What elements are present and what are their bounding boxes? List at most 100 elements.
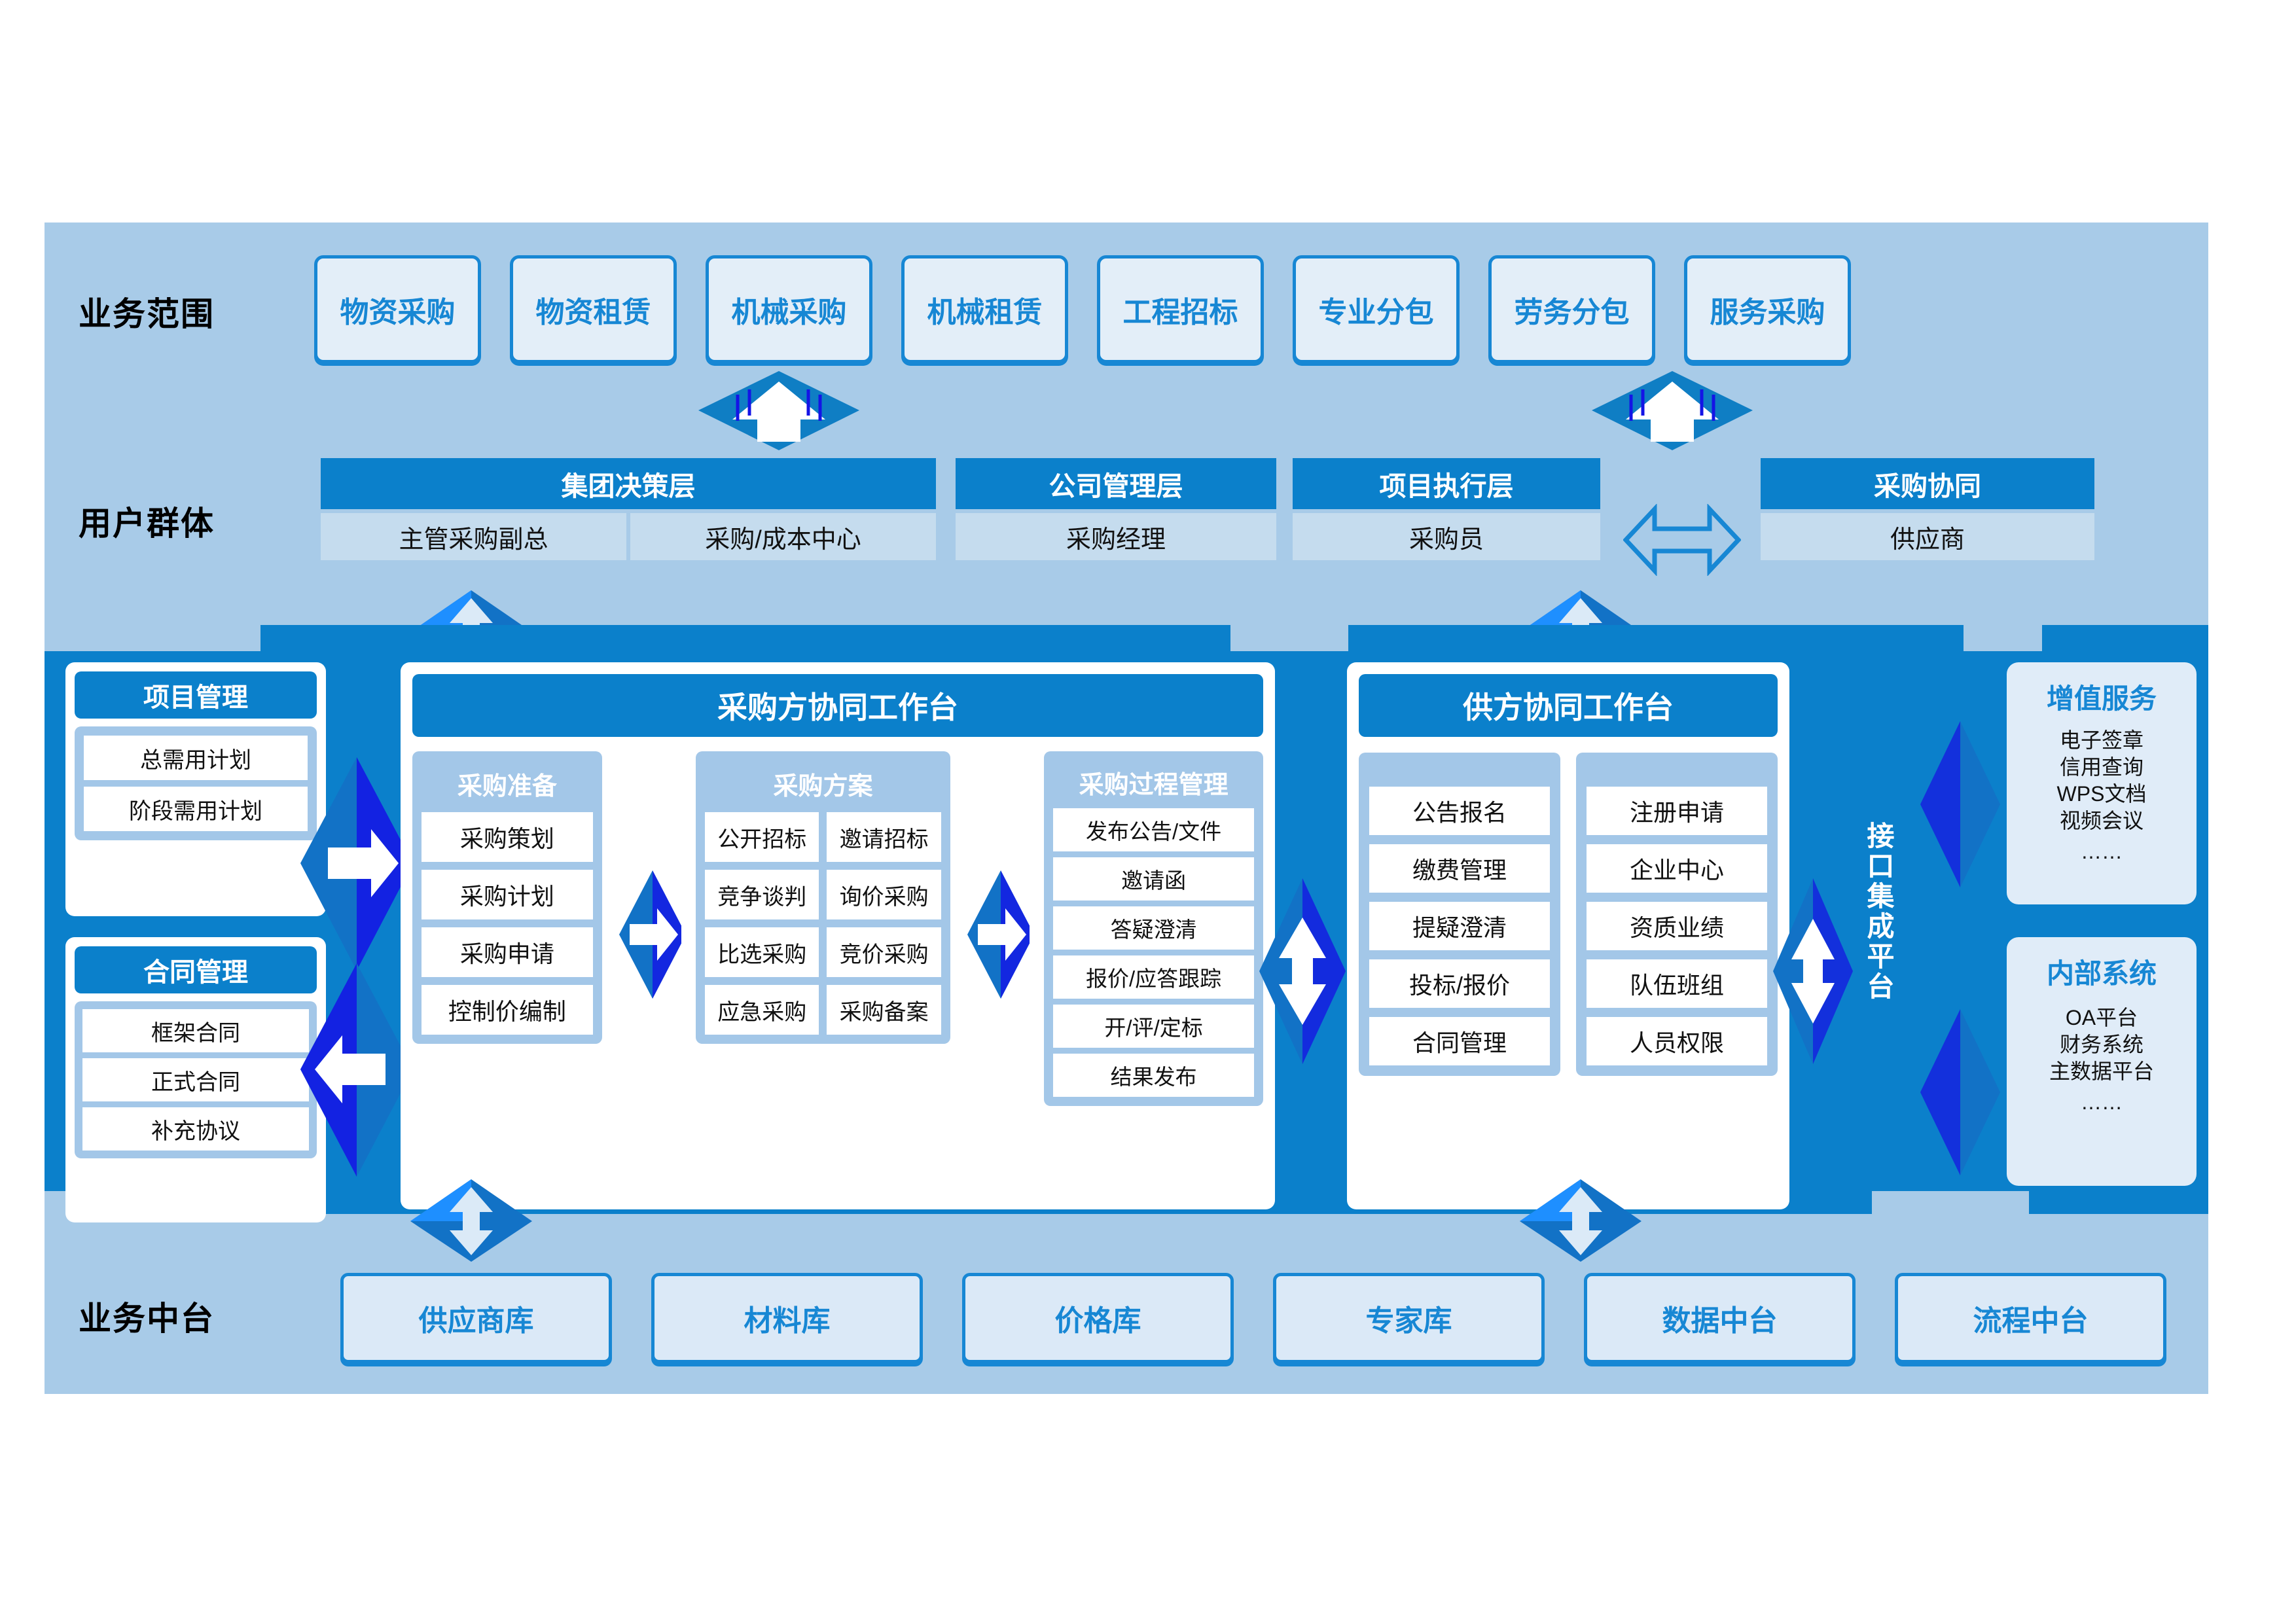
panel-project-management: 项目管理 总需用计划 阶段需用计划 <box>65 662 326 916</box>
band-notch-tr <box>1964 625 2042 651</box>
project-item-0[interactable]: 总需用计划 <box>84 736 308 780</box>
panel-contract-management-title: 合同管理 <box>75 946 317 993</box>
supplier-a-item-0[interactable]: 公告报名 <box>1369 787 1550 835</box>
contract-item-2[interactable]: 补充协议 <box>82 1107 309 1150</box>
user-group-3-sub-0: 供应商 <box>1761 513 2094 560</box>
row-label-user-group: 用户群体 <box>79 505 215 542</box>
process-item-5[interactable]: 结果发布 <box>1053 1054 1254 1097</box>
value-added-item-3: 视频会议 <box>2059 808 2144 832</box>
plan-item-5[interactable]: 竞价采购 <box>827 927 941 977</box>
project-item-1[interactable]: 阶段需用计划 <box>84 787 308 831</box>
prep-item-0[interactable]: 采购策划 <box>422 812 593 862</box>
supplier-a-item-1[interactable]: 缴费管理 <box>1369 844 1550 893</box>
middle-platform-pill-2[interactable]: 价格库 <box>962 1273 1234 1363</box>
arrow-up-down-diamond-icon-bottom-left <box>410 1179 532 1262</box>
prep-item-1[interactable]: 采购计划 <box>422 870 593 919</box>
value-added-item-0: 电子签章 <box>2059 728 2144 752</box>
internal-item-1: 财务系统 <box>2059 1032 2144 1056</box>
panel-project-management-title: 项目管理 <box>75 671 317 719</box>
plan-item-4[interactable]: 比选采购 <box>704 927 819 977</box>
supplier-b-item-4[interactable]: 人员权限 <box>1587 1017 1767 1065</box>
middle-platform-pill-0[interactable]: 供应商库 <box>340 1273 612 1363</box>
scope-pill-2[interactable]: 机械采购 <box>706 255 872 363</box>
arrow-up-down-diamond-icon-bottom-right <box>1520 1179 1641 1262</box>
contract-item-1[interactable]: 正式合同 <box>82 1058 309 1101</box>
value-added-item-4: …… <box>2081 839 2123 863</box>
supplier-b-item-1[interactable]: 企业中心 <box>1587 844 1767 893</box>
arrow-left-right-diamond-icon-integration-internal <box>1920 1009 2000 1175</box>
user-group-0-sub-1: 采购/成本中心 <box>630 513 936 560</box>
user-group-2-sub-0: 采购员 <box>1293 513 1600 560</box>
user-group-2: 项目执行层 采购员 <box>1293 458 1600 560</box>
plan-item-6[interactable]: 应急采购 <box>704 985 819 1035</box>
band-notch-tm <box>1230 625 1348 651</box>
middle-platform-pill-1[interactable]: 材料库 <box>651 1273 923 1363</box>
prep-item-3[interactable]: 控制价编制 <box>422 985 593 1035</box>
user-group-3-head: 采购协同 <box>1761 458 2094 509</box>
scope-pill-3[interactable]: 机械租赁 <box>901 255 1068 363</box>
middle-platform-pill-5[interactable]: 流程中台 <box>1895 1273 2166 1363</box>
scope-pill-6[interactable]: 劳务分包 <box>1488 255 1655 363</box>
arrow-right-diamond-icon-plan-process <box>967 870 1030 999</box>
process-item-3[interactable]: 报价/应答跟踪 <box>1053 955 1254 999</box>
band-notch-tl <box>45 625 260 651</box>
middle-platform-pill-3[interactable]: 专家库 <box>1273 1273 1545 1363</box>
double-arrow-outline-icon <box>1623 504 1741 576</box>
row-label-middle-platform: 业务中台 <box>79 1300 215 1337</box>
plan-item-2[interactable]: 竞争谈判 <box>704 870 819 919</box>
row-label-business-scope: 业务范围 <box>79 296 215 332</box>
supplier-column-0: 公告报名 缴费管理 提疑澄清 投标/报价 合同管理 <box>1359 753 1560 1076</box>
supplier-b-item-2[interactable]: 资质业绩 <box>1587 902 1767 950</box>
scope-pill-4[interactable]: 工程招标 <box>1097 255 1264 363</box>
arrow-left-diamond-icon-contract <box>300 963 413 1177</box>
supplier-a-item-3[interactable]: 投标/报价 <box>1369 959 1550 1008</box>
contract-item-0[interactable]: 框架合同 <box>82 1009 309 1052</box>
user-group-1-head: 公司管理层 <box>956 458 1276 509</box>
panel-value-added-services: 增值服务 电子签章 信用查询 WPS文档 视频会议 …… <box>2007 662 2197 904</box>
buyer-workbench-title: 采购方协同工作台 <box>412 674 1263 737</box>
internal-item-3: …… <box>2080 1090 2123 1114</box>
process-item-4[interactable]: 开/评/定标 <box>1053 1005 1254 1048</box>
user-group-1: 公司管理层 采购经理 <box>956 458 1276 560</box>
buyer-column-prep: 采购准备 采购策划 采购计划 采购申请 控制价编制 <box>412 751 602 1044</box>
buyer-column-plan-title: 采购方案 <box>773 773 873 800</box>
band-notch-br <box>1872 1191 2029 1215</box>
user-group-0-head: 集团决策层 <box>321 458 936 509</box>
value-added-item-1: 信用查询 <box>2059 755 2144 779</box>
middle-platform-row: 供应商库 材料库 价格库 专家库 数据中台 流程中台 <box>340 1273 2166 1363</box>
plan-item-0[interactable]: 公开招标 <box>704 812 819 862</box>
plan-item-3[interactable]: 询价采购 <box>827 870 941 919</box>
business-scope-row: 物资采购 物资租赁 机械采购 机械租赁 工程招标 专业分包 劳务分包 服务采购 <box>314 255 1851 363</box>
supplier-workbench: 供方协同工作台 公告报名 缴费管理 提疑澄清 投标/报价 合同管理 注册申请 企… <box>1347 662 1789 1209</box>
arrow-up-diamond-icon-left <box>698 371 859 450</box>
plan-item-7[interactable]: 采购备案 <box>827 985 941 1035</box>
internal-item-0: OA平台 <box>2065 1006 2138 1029</box>
plan-item-1[interactable]: 邀请招标 <box>827 812 941 862</box>
internal-systems-title: 内部系统 <box>2046 958 2157 989</box>
user-group-1-sub-0: 采购经理 <box>956 513 1276 560</box>
supplier-b-item-3[interactable]: 队伍班组 <box>1587 959 1767 1008</box>
process-item-0[interactable]: 发布公告/文件 <box>1053 808 1254 851</box>
arrow-up-diamond-icon-right <box>1592 371 1753 450</box>
panel-internal-systems: 内部系统 OA平台 财务系统 主数据平台 …… <box>2007 937 2197 1186</box>
scope-pill-1[interactable]: 物资租赁 <box>510 255 677 363</box>
buyer-column-process-title: 采购过程管理 <box>1079 772 1229 799</box>
scope-pill-5[interactable]: 专业分包 <box>1293 255 1460 363</box>
arrow-left-right-diamond-icon-integration-value <box>1920 721 2000 887</box>
arrow-left-right-diamond-icon-supplier-integration <box>1773 878 1853 1064</box>
process-item-2[interactable]: 答疑澄清 <box>1053 906 1254 950</box>
supplier-b-item-0[interactable]: 注册申请 <box>1587 787 1767 835</box>
supplier-a-item-2[interactable]: 提疑澄清 <box>1369 902 1550 950</box>
value-added-title: 增值服务 <box>2046 683 2157 714</box>
arrow-left-right-diamond-icon-buyer-supplier <box>1259 878 1346 1064</box>
prep-item-2[interactable]: 采购申请 <box>422 927 593 977</box>
middle-platform-pill-4[interactable]: 数据中台 <box>1584 1273 1856 1363</box>
process-item-1[interactable]: 邀请函 <box>1053 857 1254 901</box>
supplier-workbench-title: 供方协同工作台 <box>1359 674 1778 737</box>
panel-contract-management: 合同管理 框架合同 正式合同 补充协议 <box>65 937 326 1222</box>
supplier-a-item-4[interactable]: 合同管理 <box>1369 1017 1550 1065</box>
user-group-3: 采购协同 供应商 <box>1761 458 2094 560</box>
scope-pill-7[interactable]: 服务采购 <box>1684 255 1851 363</box>
scope-pill-0[interactable]: 物资采购 <box>314 255 481 363</box>
